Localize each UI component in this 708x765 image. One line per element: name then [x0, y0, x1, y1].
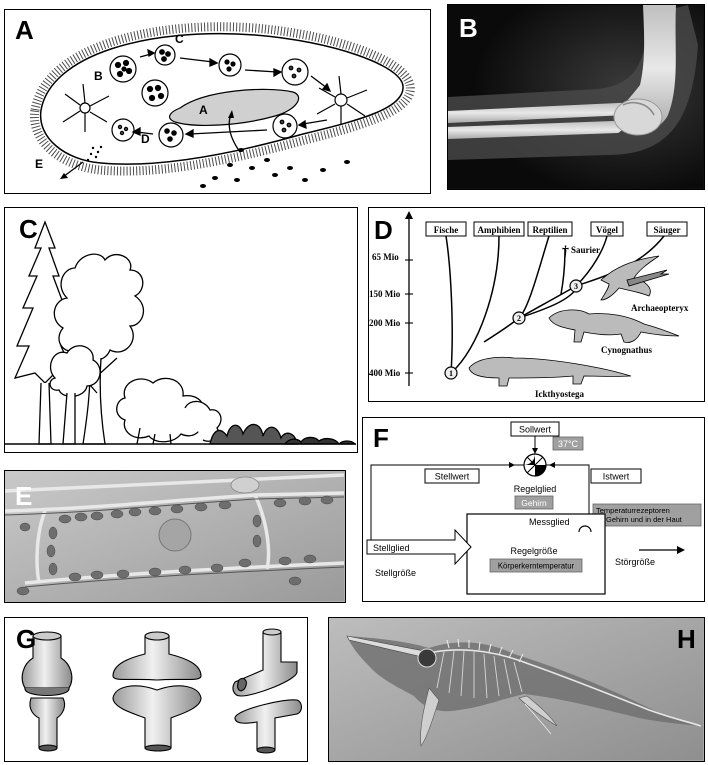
- group-voegel: Vögel: [596, 225, 618, 235]
- time-mark-200: 200 Mio: [369, 318, 401, 328]
- saddle-joint: [112, 631, 202, 752]
- stellwert-label: Stellwert: [435, 472, 470, 482]
- moss-layer: [283, 436, 356, 446]
- phylogeny-diagram: 65 Mio 150 Mio 200 Mio 400 Mio Fische Am…: [369, 211, 689, 399]
- control-loop-diagram: Sollwert 37°C Stellwert Istwert Regelgli…: [366, 421, 702, 595]
- deciduous-tree-medium: [49, 345, 101, 397]
- hinge-joint: [232, 628, 303, 754]
- panel-label-f: F: [373, 423, 389, 453]
- extinct-mark: †: [562, 244, 569, 259]
- part-label-e: E: [35, 157, 43, 171]
- panel-label-c: C: [19, 214, 38, 244]
- archaeopteryx-drawing: [600, 255, 670, 301]
- species-cynognathus: Cynognathus: [601, 345, 653, 355]
- gehirn-box: [514, 495, 554, 510]
- ichthyosaur-fossil-image: [329, 618, 703, 760]
- panel-f: Sollwert 37°C Stellwert Istwert Regelgli…: [362, 417, 705, 602]
- panel-b: B: [447, 4, 705, 190]
- receptor-line2: im Gehirn und in der Haut: [596, 515, 683, 524]
- stellwert-box: [424, 468, 480, 484]
- group-amphibien: Amphibien: [477, 225, 520, 235]
- panel-d: 65 Mio 150 Mio 200 Mio 400 Mio Fische Am…: [368, 207, 705, 402]
- regelgroesse-label: Regelgröße: [510, 546, 557, 556]
- sollwert-label: Sollwert: [519, 425, 552, 435]
- panel-label-b: B: [459, 13, 478, 43]
- panel-label-d: D: [374, 215, 393, 245]
- cilia-fringe: [29, 22, 415, 176]
- temp-box: [552, 436, 584, 451]
- temp-label: 37°C: [558, 439, 579, 449]
- time-mark-150: 150 Mio: [369, 289, 401, 299]
- joint-types-drawing: [21, 628, 303, 754]
- xray-elbow-image: [448, 5, 703, 188]
- cyclosis-arrows: [131, 48, 332, 138]
- ickthyostega-drawing: [468, 356, 632, 387]
- stellglied-label: Stellglied: [373, 543, 410, 553]
- panel-e: E: [4, 470, 346, 603]
- node-1: 1: [449, 369, 453, 378]
- panel-a: B C A D E A: [4, 9, 431, 194]
- part-label-d: D: [141, 132, 150, 146]
- group-fische: Fische: [434, 225, 459, 235]
- sensor-symbol: [578, 525, 592, 533]
- species-ickthyostega: Ickthyostega: [535, 389, 584, 399]
- panel-label-g: G: [16, 624, 37, 654]
- contractile-vacuole-left: [62, 83, 110, 132]
- plant-cells-micrograph: [5, 471, 344, 601]
- herb-layer: [209, 423, 298, 445]
- time-mark-65: 65 Mio: [372, 252, 399, 262]
- paramecium-drawing: B C A D E: [29, 22, 415, 188]
- group-reptilien: Reptilien: [533, 225, 568, 235]
- stoergroesse-label: Störgröße: [615, 557, 655, 567]
- panel-label-a: A: [15, 15, 34, 45]
- istwert-box: [590, 468, 642, 484]
- node-3: 3: [574, 282, 578, 291]
- istwert-label: Istwert: [603, 472, 630, 482]
- panel-g: G: [4, 617, 308, 762]
- excretion-arrow: [62, 161, 84, 178]
- panel-label-e: E: [15, 481, 33, 511]
- regelglied-label: Regelglied: [514, 484, 557, 494]
- receptor-line1: Temperaturrezeptoren: [596, 506, 670, 515]
- deciduous-tree-large: [53, 253, 145, 362]
- time-mark-400: 400 Mio: [369, 368, 401, 378]
- koerperkern-box: [489, 558, 583, 573]
- chloroplasts: [16, 495, 334, 596]
- stellgroesse-label: Stellgröße: [375, 568, 416, 578]
- comparator-symbol: [523, 453, 547, 477]
- panel-c: C: [4, 207, 358, 453]
- ball-joint: [21, 631, 73, 752]
- forest-layers-drawing: [5, 220, 356, 446]
- species-archaeopteryx: Archaeopteryx: [631, 303, 689, 313]
- node-2: 2: [517, 314, 521, 323]
- gehirn-label: Gehirn: [521, 498, 547, 508]
- stellglied-arrow: [366, 528, 472, 566]
- excretion: [86, 145, 103, 162]
- part-label-a: A: [199, 103, 208, 117]
- panel-label-h: H: [677, 624, 696, 654]
- panel-h: H: [328, 617, 705, 762]
- species-saurier: Saurier: [571, 245, 600, 255]
- shrub-layer: [116, 377, 205, 443]
- food-particles: [200, 148, 350, 188]
- contractile-vacuole-right: [316, 75, 368, 124]
- food-vacuoles: [109, 44, 309, 148]
- cynognathus-drawing: [548, 309, 680, 343]
- messglied-label: Messglied: [529, 517, 570, 527]
- macronucleus: [168, 88, 299, 126]
- group-saeuger: Säuger: [654, 225, 681, 235]
- koerperkern-label: Körperkerntemperatur: [498, 562, 575, 571]
- part-label-b: B: [94, 69, 103, 83]
- cell-nucleus: [158, 518, 192, 552]
- part-label-c: C: [175, 32, 184, 46]
